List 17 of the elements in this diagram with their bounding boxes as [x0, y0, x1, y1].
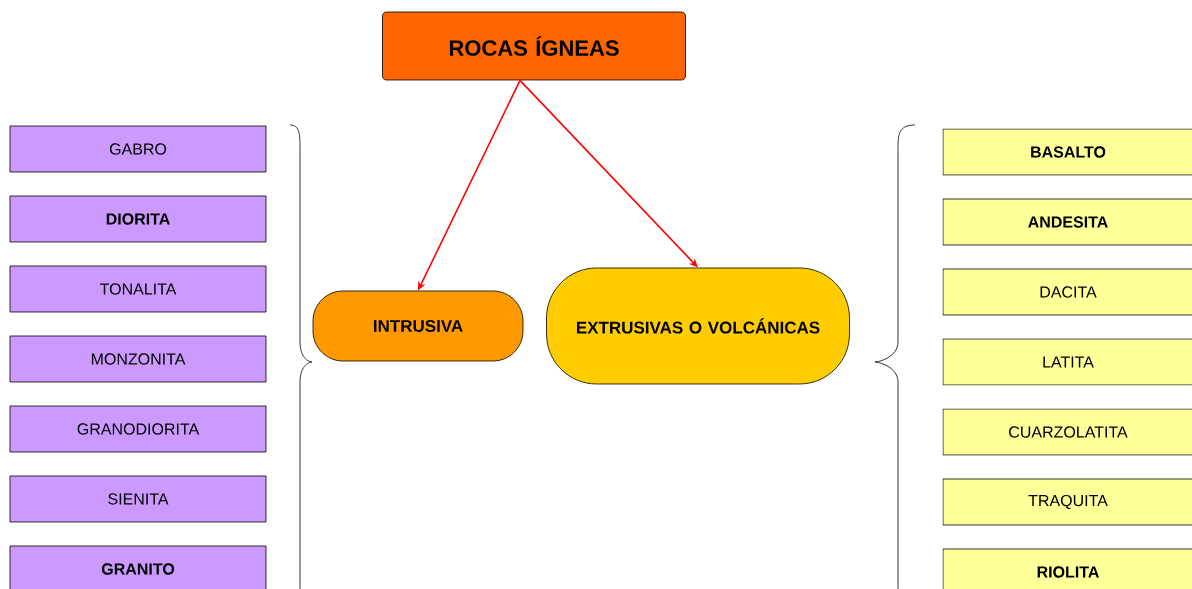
category-box: EXTRUSIVAS O VOLCÁNICAS [546, 267, 850, 385]
rock-box: LATITA [942, 338, 1192, 386]
rock-box: TONALITA [9, 265, 267, 313]
category-box: INTRUSIVA [312, 290, 524, 362]
rock-box: GRANODIORITA [9, 405, 267, 453]
rock-box: DIORITA [9, 195, 267, 243]
rock-box: RIOLITA [942, 548, 1192, 589]
title-box: ROCAS ÍGNEAS [382, 11, 686, 81]
rock-box: ANDESITA [942, 198, 1192, 246]
rock-box: MONZONITA [9, 335, 267, 383]
rock-box: GRANITO [9, 545, 267, 589]
rock-box: CUARZOLATITA [942, 408, 1192, 456]
rock-box: TRAQUITA [942, 478, 1192, 526]
rock-box: SIENITA [9, 475, 267, 523]
rock-box: DACITA [942, 268, 1192, 316]
rock-box: BASALTO [942, 128, 1192, 176]
rock-box: GABRO [9, 125, 267, 173]
